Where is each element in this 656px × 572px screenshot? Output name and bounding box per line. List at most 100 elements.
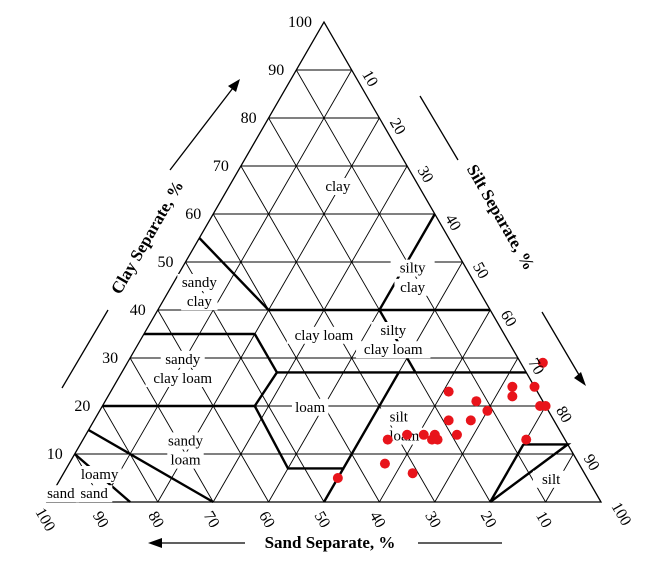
region-label-sandy-loam: sandy	[163, 432, 208, 450]
grid-line-silt	[102, 69, 353, 503]
region-label-text: sandy	[165, 352, 200, 368]
sandy-clay-loam-loam-side	[253, 333, 279, 407]
region-label-silty-clay-loam: silty	[371, 322, 416, 339]
silt-tick-label: 90	[580, 452, 603, 474]
region-label-bg	[286, 326, 362, 344]
region-label-text: clay	[325, 179, 350, 195]
sand-tick-label: 40	[366, 509, 389, 531]
region-label-text: sandy	[182, 275, 217, 291]
region-label-text: silt	[542, 472, 561, 488]
region-label-bg	[319, 178, 357, 195]
grid-line-silt	[379, 309, 491, 503]
clay-axis-guide-line	[61, 309, 109, 389]
clay-tick-label: 10	[47, 446, 63, 463]
region-label-text: silty	[380, 323, 406, 339]
region-label-text: clay loam	[364, 342, 423, 358]
sand-tick-label: 30	[421, 509, 444, 531]
region-label-silty-clay: clay	[394, 278, 431, 296]
clay-axis-arrow-line	[169, 83, 237, 171]
sample-point	[540, 401, 551, 411]
clay-tick-label: 30	[102, 350, 118, 367]
region-label-text: silt	[390, 409, 409, 425]
region-label-loamy-sand: sand	[75, 485, 113, 503]
sand-tick-label: 100	[32, 505, 59, 534]
sample-points	[332, 357, 551, 483]
sample-point	[379, 458, 390, 469]
silt-tick-label: 50	[469, 260, 492, 282]
region-label-text: clay	[187, 294, 212, 310]
region-label-bg	[291, 398, 329, 416]
silt-axis-title: Silt Separate, %	[463, 161, 539, 273]
sand-tick-label: 80	[144, 509, 167, 531]
region-label-loamy-sand: loamy	[77, 466, 122, 483]
grid-lines	[74, 69, 574, 503]
clay-tick-label: 80	[241, 110, 257, 127]
sand-tick-label: 20	[477, 509, 500, 531]
sand-tick-label: 70	[200, 509, 223, 531]
silt-tick-label: 40	[441, 212, 464, 234]
silt-tick-label: 20	[386, 116, 409, 138]
region-label-bg	[177, 274, 222, 291]
sample-point	[443, 415, 454, 426]
silt-tick-label: 10	[358, 68, 381, 90]
region-label-bg	[390, 259, 435, 277]
region-label-bg	[75, 485, 113, 503]
clay-tick-label: 100	[288, 14, 312, 31]
sample-point	[471, 396, 482, 407]
region-label-text: loamy	[81, 467, 119, 483]
region-label-bg	[167, 451, 204, 469]
region-label-text: clay loam	[295, 328, 354, 344]
sample-point	[482, 405, 493, 416]
region-label-bg	[163, 432, 208, 450]
silt-tick-label: 70	[524, 356, 547, 378]
sandy-loam-silt-loam-line	[322, 467, 345, 503]
region-label-bg	[371, 322, 416, 339]
grid-line-sand	[129, 357, 214, 503]
region-label-bg	[380, 408, 417, 426]
region-label-sandy-clay: clay	[181, 293, 218, 311]
grid-line-silt	[434, 357, 519, 503]
region-label-bg	[160, 350, 205, 368]
loam-lower-boundary	[253, 371, 400, 470]
region-label-bg	[356, 341, 431, 359]
sand-axis-title: Sand Separate, %	[265, 533, 396, 552]
sample-point	[407, 468, 418, 479]
sand-axis-arrow-head	[148, 538, 162, 548]
region-label-clay-loam: clay loam	[286, 326, 362, 344]
sand-tick-label: 10	[532, 509, 555, 531]
silt-boundary	[489, 443, 572, 503]
clay-tick-label: 60	[185, 206, 201, 223]
region-label-bg	[42, 485, 80, 503]
sample-point	[418, 429, 429, 440]
silt-tick-label: 60	[497, 308, 520, 330]
clay-tick-label: 20	[74, 398, 90, 415]
sample-point	[507, 391, 518, 402]
sample-point	[332, 473, 343, 483]
sand-tick-label: 60	[255, 509, 278, 531]
region-label-silty-clay: silty	[390, 259, 435, 277]
clay-tick-label: 50	[158, 254, 174, 271]
sand-tick-label: 90	[89, 509, 112, 531]
sample-point	[507, 381, 518, 392]
region-label-text: sandy	[168, 433, 203, 449]
sample-point	[382, 434, 393, 445]
region-label-text: sand	[80, 486, 108, 502]
region-label-sandy-clay-loam: sandy	[160, 350, 205, 368]
region-label-bg	[77, 466, 122, 483]
region-label-text: loam	[171, 453, 201, 469]
region-label-sand: sand	[42, 485, 80, 503]
region-label-bg	[181, 293, 218, 311]
region-label-clay: clay	[319, 178, 357, 195]
sample-point	[443, 386, 454, 397]
sample-point	[529, 381, 540, 392]
region-label-silt-loam: silt	[380, 408, 417, 426]
silt-axis-guide-line	[419, 95, 459, 161]
silt-tick-label: 80	[552, 404, 575, 426]
region-label-text: clay	[400, 280, 425, 296]
region-label-silty-clay-loam: clay loam	[356, 341, 431, 359]
region-label-text: silty	[400, 261, 426, 277]
sample-point	[521, 434, 532, 445]
region-label-sandy-loam: loam	[167, 451, 204, 469]
